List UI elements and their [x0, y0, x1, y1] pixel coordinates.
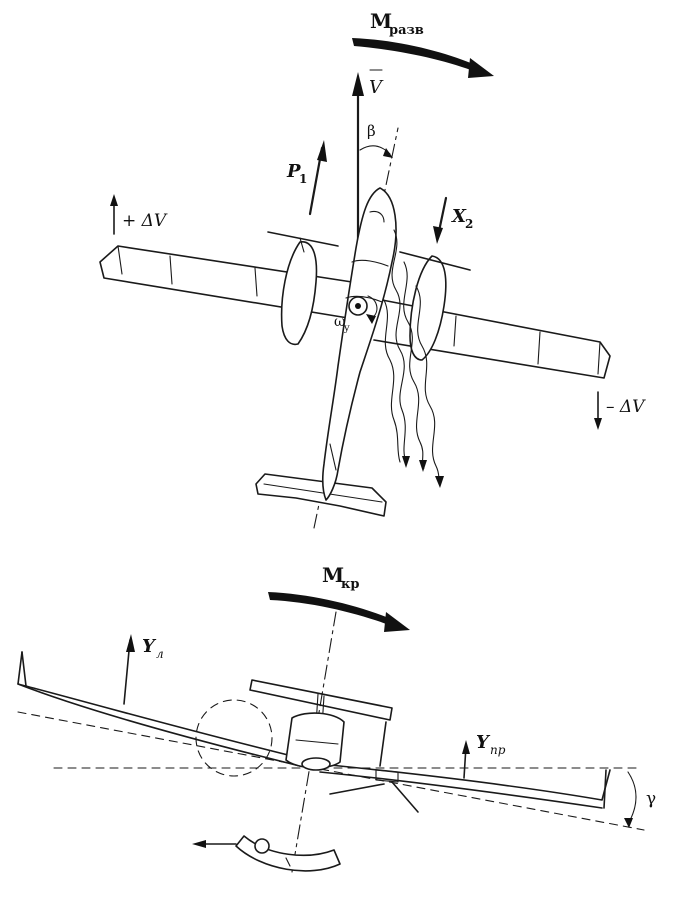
propeller-disc-outline: [195, 699, 273, 777]
lift-vector-left: [123, 634, 135, 705]
front-left-wing: [17, 651, 301, 767]
thrust-p1-label: P: [286, 161, 301, 182]
front-right-propeller: [329, 721, 419, 813]
lift-right-label: Y: [476, 732, 491, 753]
lift-left-label: Y: [142, 636, 157, 657]
vertical-axis: [291, 611, 337, 873]
lift-vector-right: [462, 740, 470, 779]
thrust-vector-p1: [308, 140, 327, 216]
front-right-wing: [319, 763, 611, 809]
yaw-moment-label: М: [370, 9, 392, 33]
thrust-p1-label-subscript: 1: [299, 172, 307, 186]
sideslip-angle-label: β: [367, 122, 376, 140]
yaw-rate-label: ω: [334, 314, 345, 330]
roll-moment-label-subscript: кр: [341, 577, 359, 592]
yaw-moment-arrow: [352, 38, 494, 78]
right-propeller: [399, 251, 471, 271]
yaw-moment-label-subscript: разв: [389, 23, 424, 38]
bank-reference-line: [17, 711, 645, 831]
roll-moment-arrow: [268, 592, 410, 632]
slip-indicator: [235, 835, 341, 872]
minus-delta-v-arrow: [594, 391, 602, 430]
front-fuselage: [285, 712, 345, 771]
top-view: М разв V β: [99, 9, 646, 529]
tailplane: [255, 473, 387, 517]
drag-vector-x2: [433, 196, 448, 244]
yaw-rate-symbol: [348, 295, 378, 324]
left-propeller: [267, 231, 339, 247]
propwash-lines: [383, 229, 444, 488]
roll-moment-label: М: [322, 563, 344, 587]
left-engine-nacelle: [267, 231, 339, 346]
yaw-rate-label-subscript: y: [343, 323, 350, 334]
bank-angle-arc: [627, 771, 637, 825]
drag-x2-label: X: [451, 206, 467, 227]
bank-angle-label: γ: [646, 789, 656, 809]
lateral-drift-arrow: [192, 840, 237, 848]
right-engine-nacelle: [399, 251, 471, 361]
right-wing: [373, 299, 611, 379]
front-view: М кр: [17, 563, 656, 873]
left-wing: [99, 245, 353, 319]
fuselage: [321, 187, 397, 501]
minus-delta-v-label: – ΔV: [606, 397, 646, 417]
lift-right-label-subscript: пр: [490, 743, 506, 757]
drag-x2-label-subscript: 2: [465, 217, 473, 231]
lift-left-label-subscript: л: [156, 647, 164, 661]
velocity-label: V: [369, 77, 384, 98]
plus-delta-v-arrow: [110, 194, 118, 235]
plus-delta-v-label: + ΔV: [122, 211, 168, 231]
